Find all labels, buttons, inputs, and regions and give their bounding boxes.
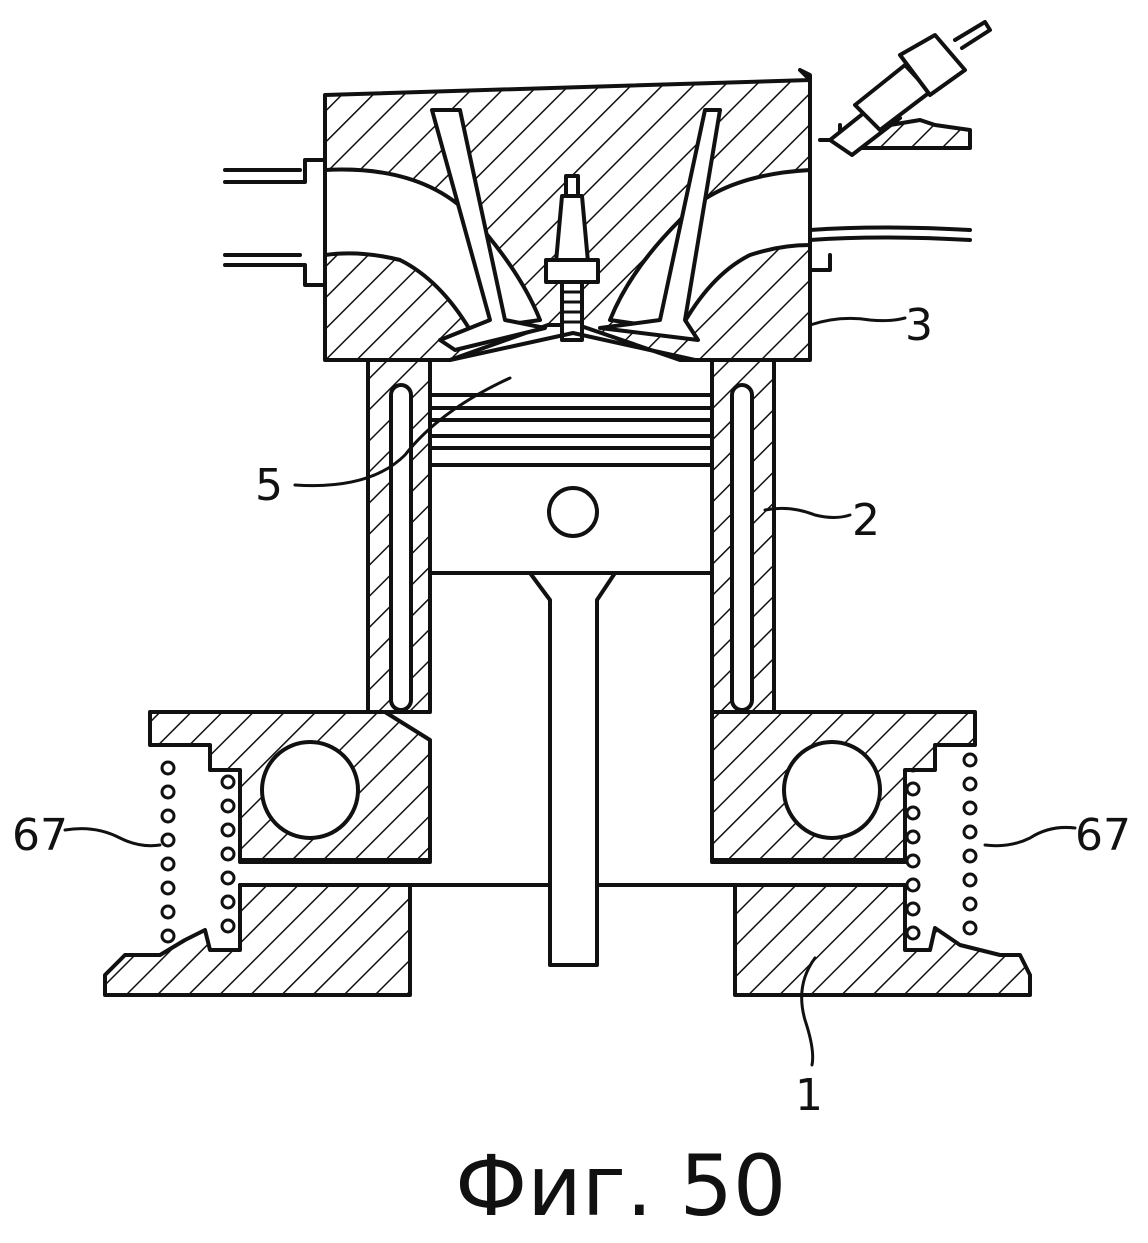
bearing-right [782, 740, 882, 840]
leader-lines [63, 316, 1077, 1067]
cylinder-head [323, 68, 812, 362]
spring-coil [160, 880, 176, 896]
label-spring-right: 67 [1075, 810, 1131, 861]
spring-coil [220, 774, 236, 790]
spring-coil [905, 901, 921, 917]
spring-coil [962, 848, 978, 864]
spring-coil [905, 781, 921, 797]
spring-coil [962, 800, 978, 816]
spring-coil [905, 877, 921, 893]
spring-coil [220, 918, 236, 934]
spring-coil [905, 853, 921, 869]
fuel-injector [828, 20, 992, 157]
spring-coil [220, 846, 236, 862]
label-cylinder-head: 3 [905, 300, 933, 351]
spring-coil [220, 894, 236, 910]
figure-caption: Фиг. 50 [455, 1137, 786, 1235]
spring-coil [160, 928, 176, 944]
label-spring-left: 67 [12, 810, 68, 861]
spring-coil [962, 872, 978, 888]
spring-coil [905, 805, 921, 821]
bearing-left [260, 740, 360, 840]
label-piston: 5 [255, 460, 283, 511]
spring-coil [160, 808, 176, 824]
spring-coil [160, 760, 176, 776]
piston-pin [547, 486, 599, 538]
manifold-pipes [223, 123, 972, 287]
spring-coil [220, 798, 236, 814]
spring-coil [160, 904, 176, 920]
label-base: 1 [795, 1070, 823, 1121]
spring-right [905, 752, 978, 941]
piston [428, 393, 714, 575]
spring-coil [220, 822, 236, 838]
spring-left [160, 750, 236, 944]
spring-coil [160, 832, 176, 848]
connecting-rod [528, 571, 617, 967]
spring-coil [220, 870, 236, 886]
spring-coil [160, 784, 176, 800]
spring-coil [962, 824, 978, 840]
spring-coil [905, 925, 921, 941]
crankcase-flange [148, 710, 977, 862]
spring-coil [160, 856, 176, 872]
label-cylinder-block: 2 [852, 495, 880, 546]
cylinder-block [366, 358, 776, 714]
spring-coil [905, 829, 921, 845]
spring-coil [962, 920, 978, 936]
spring-coil [962, 776, 978, 792]
spring-coil [962, 752, 978, 768]
spring-coil [962, 896, 978, 912]
